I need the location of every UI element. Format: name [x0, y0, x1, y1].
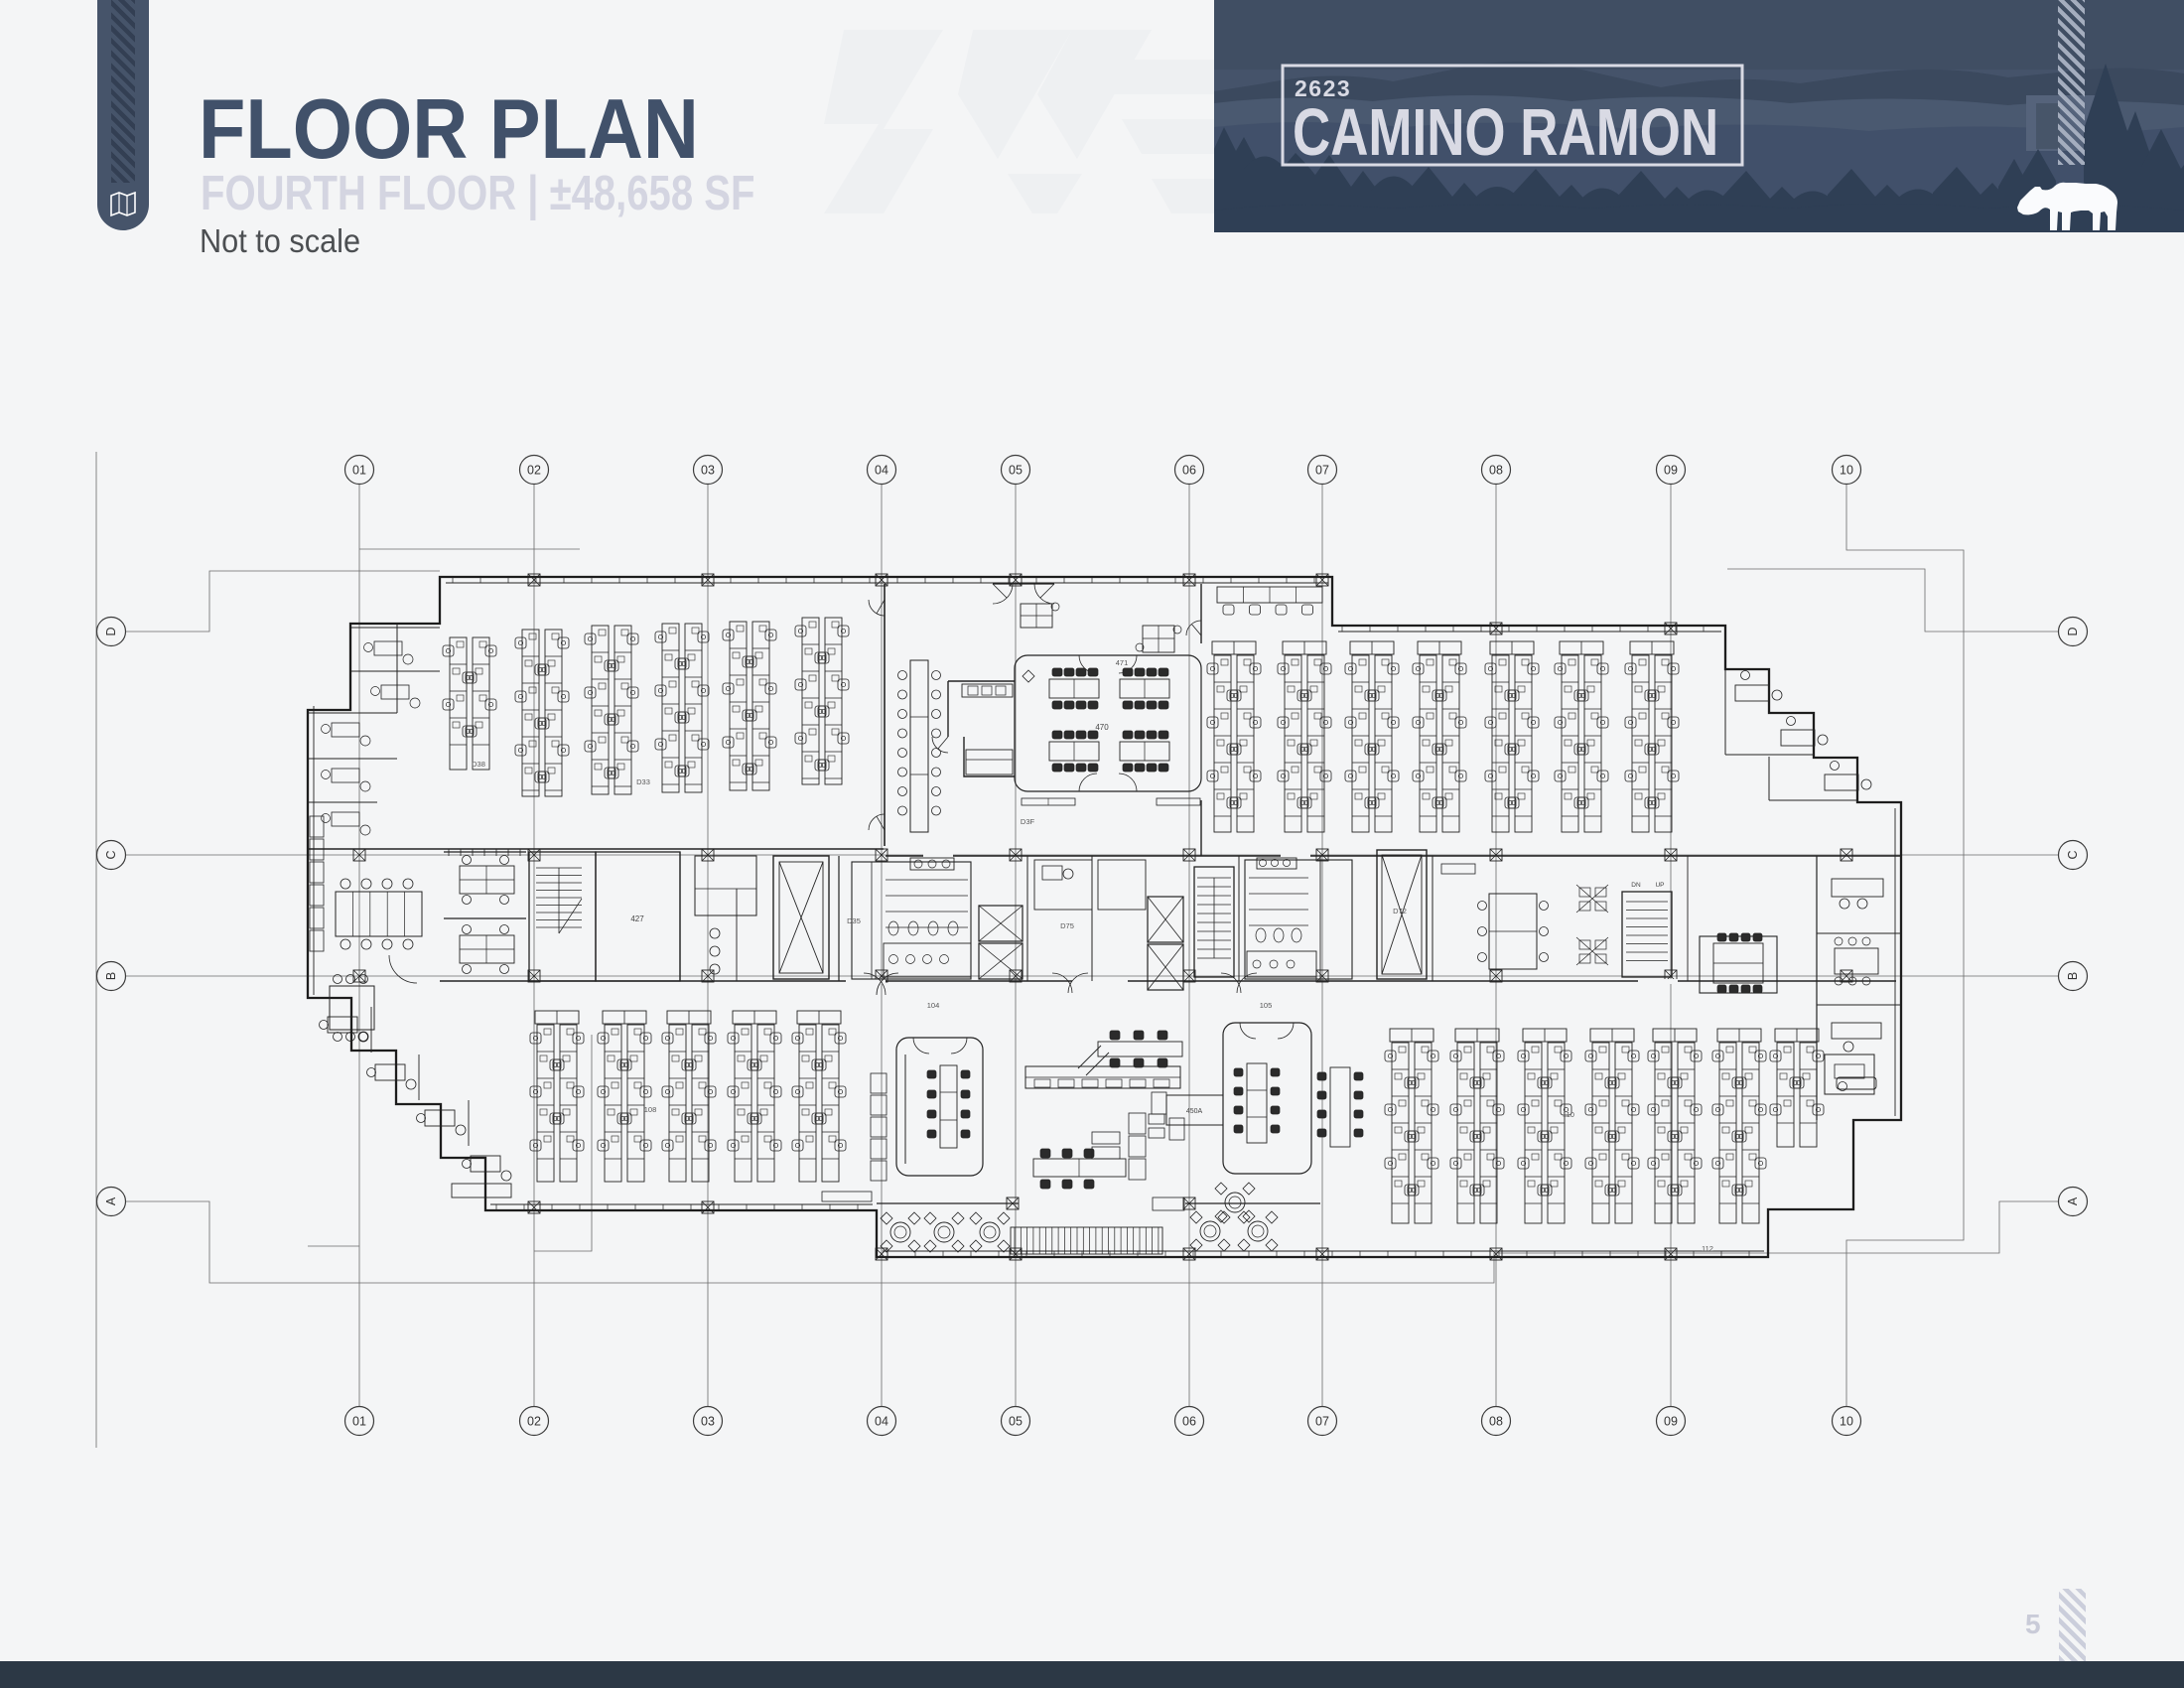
- svg-text:UP: UP: [1655, 882, 1664, 889]
- svg-text:C: C: [2066, 850, 2080, 859]
- svg-text:06: 06: [1182, 464, 1196, 478]
- svg-text:CAMINO RAMON: CAMINO RAMON: [1293, 94, 1718, 169]
- svg-text:B: B: [2066, 972, 2080, 980]
- svg-text:04: 04: [875, 464, 888, 478]
- svg-text:D: D: [2066, 627, 2080, 635]
- svg-text:427: 427: [630, 914, 644, 923]
- svg-text:03: 03: [701, 1415, 715, 1429]
- svg-text:01: 01: [352, 1415, 366, 1429]
- svg-text:112: 112: [1702, 1244, 1713, 1253]
- svg-text:06: 06: [1182, 1415, 1196, 1429]
- svg-text:02: 02: [527, 464, 541, 478]
- svg-text:08: 08: [1489, 464, 1503, 478]
- svg-text:D38: D38: [472, 760, 485, 769]
- svg-text:A: A: [104, 1196, 118, 1205]
- svg-text:105: 105: [1260, 1001, 1273, 1010]
- svg-text:D3F: D3F: [1021, 817, 1035, 826]
- svg-text:07: 07: [1315, 464, 1329, 478]
- svg-text:470: 470: [1095, 723, 1109, 732]
- svg-text:10: 10: [1840, 464, 1853, 478]
- svg-text:471: 471: [1116, 658, 1129, 667]
- svg-text:110: 110: [1563, 1110, 1574, 1119]
- svg-text:D33: D33: [636, 777, 650, 786]
- svg-text:DN: DN: [1631, 882, 1641, 889]
- svg-text:03: 03: [701, 464, 715, 478]
- svg-text:D35: D35: [847, 916, 861, 925]
- svg-text:D: D: [104, 627, 118, 635]
- svg-text:02: 02: [527, 1415, 541, 1429]
- svg-text:09: 09: [1664, 1415, 1678, 1429]
- svg-text:08: 08: [1489, 1415, 1503, 1429]
- svg-text:01: 01: [352, 464, 366, 478]
- svg-text:2623: 2623: [1295, 75, 1351, 101]
- svg-text:A: A: [2066, 1196, 2080, 1205]
- svg-text:C: C: [104, 850, 118, 859]
- svg-text:D72: D72: [1393, 907, 1407, 915]
- svg-text:04: 04: [875, 1415, 888, 1429]
- svg-text:450A: 450A: [1186, 1108, 1203, 1115]
- svg-text:104: 104: [927, 1001, 940, 1010]
- svg-text:B: B: [104, 972, 118, 980]
- svg-text:108: 108: [644, 1105, 657, 1114]
- svg-text:07: 07: [1315, 1415, 1329, 1429]
- svg-text:05: 05: [1009, 464, 1023, 478]
- svg-text:05: 05: [1009, 1415, 1023, 1429]
- svg-text:09: 09: [1664, 464, 1678, 478]
- svg-text:10: 10: [1840, 1415, 1853, 1429]
- svg-text:D75: D75: [1060, 921, 1074, 930]
